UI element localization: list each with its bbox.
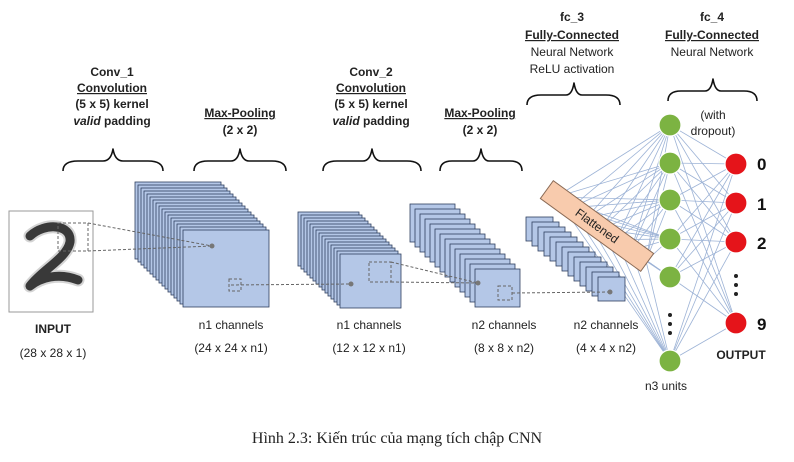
pool1-feature-maps: [297, 211, 402, 309]
svg-text:(28 x 28 x 1): (28 x 28 x 1): [20, 346, 87, 360]
hidden-layer-nodes: [658, 113, 682, 373]
svg-text:valid padding: valid padding: [73, 114, 150, 128]
hidden-node: [658, 151, 682, 175]
svg-text:(8 x 8 x n2): (8 x 8 x n2): [474, 341, 534, 355]
hidden-node: [658, 113, 682, 137]
svg-text:Conv_2: Conv_2: [349, 65, 393, 79]
hidden-node: [658, 265, 682, 289]
svg-text:(2 x 2): (2 x 2): [223, 123, 258, 137]
svg-text:(5 x 5) kernel: (5 x 5) kernel: [334, 97, 407, 111]
pool1-brace: [193, 148, 287, 172]
svg-text:ReLU activation: ReLU activation: [530, 62, 615, 76]
fc3-brace: [526, 82, 621, 106]
svg-text:n2 channels: n2 channels: [472, 318, 537, 332]
svg-text:(2 x 2): (2 x 2): [463, 123, 498, 137]
feature-map-layer: [474, 268, 521, 308]
svg-text:(with: (with: [700, 108, 725, 122]
hidden-ellipsis: [668, 313, 672, 335]
fc4-connections: [669, 124, 737, 362]
svg-text:Max-Pooling: Max-Pooling: [444, 106, 515, 120]
svg-text:dropout): dropout): [691, 124, 736, 138]
conv1-brace: [62, 148, 164, 172]
svg-text:Fully-Connected: Fully-Connected: [665, 28, 759, 42]
svg-text:n1 channels: n1 channels: [199, 318, 264, 332]
input-caption: INPUT (28 x 28 x 1): [20, 322, 87, 360]
hidden-node: [658, 188, 682, 212]
hidden-node: [658, 349, 682, 373]
pool2-label: Max-Pooling (2 x 2): [444, 106, 515, 137]
output-digit-1: 1: [757, 195, 766, 214]
svg-text:INPUT: INPUT: [35, 322, 72, 336]
fc3-connections: [555, 124, 671, 362]
svg-text:(4 x 4 x n2): (4 x 4 x n2): [576, 341, 636, 355]
svg-text:Max-Pooling: Max-Pooling: [204, 106, 275, 120]
pool2-brace: [439, 148, 523, 172]
svg-text:n2 channels: n2 channels: [574, 318, 639, 332]
feature-map-layer: [182, 229, 270, 308]
stack-0-caption: n1 channels (24 x 24 x n1): [194, 318, 267, 355]
cnn-architecture-diagram: Flattened 0 1 2 9 Conv_1 Convolution (5 …: [8, 10, 766, 393]
conv1-label: Conv_1 Convolution (5 x 5) kernel valid …: [73, 65, 150, 128]
svg-text:(5 x 5) kernel: (5 x 5) kernel: [75, 97, 148, 111]
output-node: [724, 230, 748, 254]
svg-text:valid padding: valid padding: [332, 114, 409, 128]
braces: [62, 78, 758, 172]
svg-text:Neural Network: Neural Network: [671, 45, 755, 59]
svg-text:n1 channels: n1 channels: [337, 318, 402, 332]
output-label: OUTPUT: [716, 348, 766, 362]
receptive-field-projections: [87, 222, 611, 301]
output-digit-0: 0: [757, 155, 766, 174]
stack-1-caption: n1 channels (12 x 12 x n1): [332, 318, 405, 355]
hidden-units-label: n3 units: [645, 379, 687, 393]
figure-caption: Hình 2.3: Kiến trúc của mạng tích chập C…: [251, 430, 543, 447]
svg-text:fc_4: fc_4: [700, 10, 724, 24]
fc4-label: fc_4 Fully-Connected Neural Network: [665, 10, 759, 59]
svg-text:Convolution: Convolution: [77, 81, 147, 95]
input-image: [8, 210, 94, 313]
feature-map-layer: [597, 276, 626, 302]
conv2-brace: [322, 148, 422, 172]
fc4-brace: [667, 78, 758, 102]
conv2-feature-maps: [409, 203, 521, 308]
svg-text:Neural Network: Neural Network: [531, 45, 615, 59]
output-layer-nodes: [724, 152, 748, 335]
fc3-label: fc_3 Fully-Connected Neural Network ReLU…: [525, 10, 619, 76]
svg-text:Convolution: Convolution: [336, 81, 406, 95]
output-digit-9: 9: [757, 315, 766, 334]
pool1-label: Max-Pooling (2 x 2): [204, 106, 275, 137]
svg-text:(24 x 24 x n1): (24 x 24 x n1): [194, 341, 267, 355]
output-node: [724, 311, 748, 335]
output-digit-2: 2: [757, 234, 766, 253]
dropout-note: (with dropout): [691, 108, 736, 138]
stack-2-caption: n2 channels (8 x 8 x n2): [472, 318, 537, 355]
svg-text:Conv_1: Conv_1: [90, 65, 134, 79]
output-ellipsis: [734, 274, 738, 296]
svg-text:fc_3: fc_3: [560, 10, 584, 24]
conv2-label: Conv_2 Convolution (5 x 5) kernel valid …: [332, 65, 409, 128]
pool2-feature-maps: [525, 216, 626, 302]
projection-dots: [209, 243, 613, 295]
flattened-bar: Flattened: [539, 179, 655, 273]
svg-text:(12 x 12 x n1): (12 x 12 x n1): [332, 341, 405, 355]
svg-text:Fully-Connected: Fully-Connected: [525, 28, 619, 42]
output-node: [724, 152, 748, 176]
stack-3-caption: n2 channels (4 x 4 x n2): [574, 318, 639, 355]
hidden-node: [658, 227, 682, 251]
output-node: [724, 191, 748, 215]
